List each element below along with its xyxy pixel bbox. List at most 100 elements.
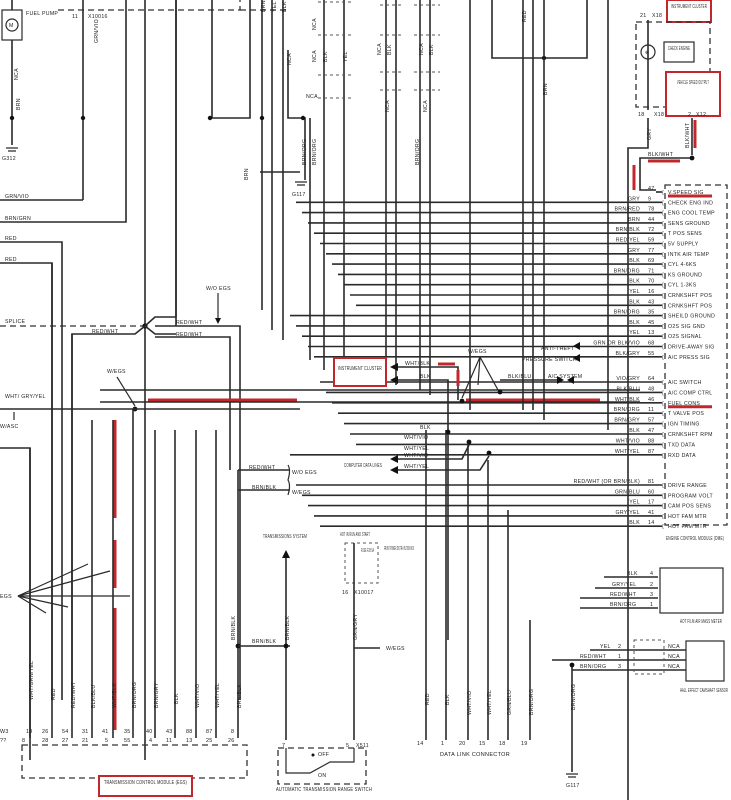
svg-text:BRN/ORG: BRN/ORG <box>610 602 636 608</box>
connector-bracket: { <box>662 242 664 248</box>
svg-text:16: 16 <box>342 590 349 596</box>
egs-note: EGS <box>0 594 12 600</box>
svg-text:HOT IN RUN AND START: HOT IN RUN AND START <box>340 532 370 538</box>
svg-text:??: ?? <box>0 738 7 744</box>
ecm-signal-label: T POS SENS <box>668 231 702 237</box>
ecm-pin-number: 41 <box>648 510 655 516</box>
ecm-wire-color: VIO/GRY <box>616 376 640 382</box>
svg-text:GRY: GRY <box>647 128 653 140</box>
svg-text:WHT/VIO: WHT/VIO <box>404 453 428 459</box>
connector-bracket: { <box>662 355 664 361</box>
fuse-box: HOT IN RUN AND START FUSE F28 5A FRONT P… <box>340 532 414 596</box>
svg-text:NCA: NCA <box>385 100 391 112</box>
ecm-signal-label: FUEL CONS <box>668 401 700 407</box>
svg-text:AUTOMATIC TRANSMISSION RANGE S: AUTOMATIC TRANSMISSION RANGE SWITCH <box>276 787 372 793</box>
svg-text:BRN/BLK: BRN/BLK <box>252 485 277 491</box>
svg-text:NCA: NCA <box>668 654 680 660</box>
ecm-wire-color: BRN <box>628 217 640 223</box>
ecm-pin-number: 55 <box>648 351 655 357</box>
svg-text:14: 14 <box>417 741 424 747</box>
svg-text:5: 5 <box>346 743 349 749</box>
tcm-box <box>21 744 248 779</box>
svg-text:WHT/YEL: WHT/YEL <box>404 464 429 470</box>
range-switch: 7 5 X511 OFF ON AUTOMATIC TRANSMISSION R… <box>276 743 372 793</box>
svg-text:BRN/ORG: BRN/ORG <box>415 139 421 165</box>
svg-text:BLK/BLU: BLK/BLU <box>508 374 531 380</box>
svg-text:VEHICLE SPEED OUTPUT: VEHICLE SPEED OUTPUT <box>677 80 709 86</box>
arrow-up-icon <box>282 550 290 558</box>
ecm-signal-label: DRIVE-AWAY SIG <box>668 345 715 351</box>
ecm-pin-number: 72 <box>648 227 655 233</box>
ecm-signal-label: CYL 4-6KS <box>668 262 697 268</box>
ecm-signal-label: CRNKSHFT RPM <box>668 432 713 438</box>
g312-label: G312 <box>2 156 16 162</box>
svg-text:3: 3 <box>618 664 621 670</box>
ecm-signal-label: SENS GROUND <box>668 221 710 227</box>
connector-bracket: { <box>662 524 664 530</box>
ecm-pin-number: 88 <box>648 438 655 444</box>
ecm-wire-color: BLK/BLU <box>617 386 640 392</box>
motor-symbol: M <box>9 23 14 29</box>
ecm-wire-color: YEL <box>629 289 640 295</box>
ecm-pin-number: 44 <box>648 217 655 223</box>
ecm-wire-color: BLK <box>629 428 640 434</box>
svg-text:ON: ON <box>318 773 326 779</box>
svg-text:WHT/VIO: WHT/VIO <box>195 684 201 708</box>
svg-text:GRN/VIO: GRN/VIO <box>94 19 100 43</box>
brn-label: BRN <box>16 98 22 110</box>
connector-bracket: { <box>662 221 664 227</box>
svg-text:27: 27 <box>62 738 69 744</box>
ecm-signal-label: T VALVE POS <box>668 411 704 417</box>
svg-text:55: 55 <box>124 738 131 744</box>
svg-text:88: 88 <box>186 729 193 735</box>
svg-text:YEL: YEL <box>343 51 349 62</box>
svg-text:RED/WHT: RED/WHT <box>92 329 119 335</box>
svg-text:5: 5 <box>105 738 108 744</box>
ecm-pin-number: 70 <box>648 279 655 285</box>
ecm-pin-number: 16 <box>648 289 655 295</box>
svg-text:25: 25 <box>206 738 213 744</box>
ecm-wire-color: BRN/BLK <box>616 227 641 233</box>
svg-text:1: 1 <box>618 654 621 660</box>
svg-text:19: 19 <box>521 741 528 747</box>
svg-text:GRY/YEL: GRY/YEL <box>612 582 637 588</box>
ecm-signal-label: A/C COMP CTRL <box>668 390 712 396</box>
connector-bracket: { <box>662 380 664 386</box>
connector-bracket: { <box>662 211 664 217</box>
ecm-wire-color: WHT/VIO <box>616 438 640 444</box>
svg-text:COMPUTER DATA LINES: COMPUTER DATA LINES <box>344 463 382 469</box>
ecm-wire-color: BLK <box>629 520 640 526</box>
svg-text:BRN: BRN <box>261 0 267 12</box>
connector-bracket: { <box>662 314 664 320</box>
svg-text:BRN/BLK: BRN/BLK <box>252 639 277 645</box>
svg-text:NCA: NCA <box>312 50 318 62</box>
ecm-pin-number: 71 <box>648 268 655 274</box>
ecm-signal-label: TXD DATA <box>668 442 696 448</box>
svg-text:RED/WHT: RED/WHT <box>610 592 637 598</box>
svg-text:15: 15 <box>479 741 486 747</box>
connector-bracket: { <box>662 483 664 489</box>
svg-text:W/O EGS: W/O EGS <box>292 470 317 476</box>
ecm-signal-label: ENG COOL TEMP <box>668 211 715 217</box>
svg-text:43: 43 <box>166 729 173 735</box>
svg-text:W/EGS: W/EGS <box>292 490 311 496</box>
svg-text:BLK: BLK <box>174 693 180 704</box>
connector-bracket: { <box>662 272 664 278</box>
svg-text:SPLICE: SPLICE <box>5 319 25 325</box>
connector-bracket: { <box>662 324 664 330</box>
svg-text:21: 21 <box>640 13 647 19</box>
svg-text:20: 20 <box>459 741 466 747</box>
instrument-cluster-mid: INSTRUMENT CLUSTER WHT/BLK BLK <box>333 357 460 640</box>
svg-text:3: 3 <box>650 592 653 598</box>
ecm-label: ENGINE CONTROL MODULE (DME) <box>666 536 724 542</box>
